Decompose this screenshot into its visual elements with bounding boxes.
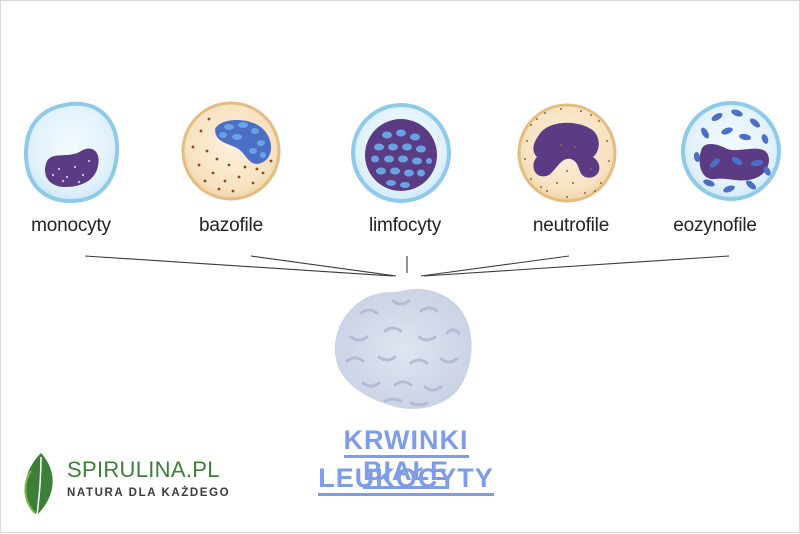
eosinophil-cell-icon [681,101,781,201]
cell-label-limfocyty: limfocyty [368,215,442,236]
cell-label-neutrofile: neutrofile [532,215,610,236]
connector-lines [84,255,730,277]
neutrophil-cell-icon [517,103,617,203]
cell-label-bazofile: bazofile [199,215,263,236]
title-text-2: LEUKOCYTY [318,463,494,496]
title-line-1: KRWINKI BIAŁE [301,425,511,489]
monocyte-cell-icon [23,101,120,204]
brand-tagline: NATURA DLA KAŻDEGO [67,487,231,499]
brand-name: SPIRULINA.PL [67,457,220,482]
leukocyte-cell-icon [334,288,472,409]
cell-label-monocyty: monocyty [31,215,111,236]
title-text-1: KRWINKI BIAŁE [343,425,469,489]
cell-label-eozynofile: eozynofile [673,215,757,236]
basophil-cell-icon [181,101,281,201]
title-line-2: LEUKOCYTY [301,463,511,496]
lymphocyte-cell-icon [351,103,451,203]
leaf-logo-icon [24,453,53,516]
